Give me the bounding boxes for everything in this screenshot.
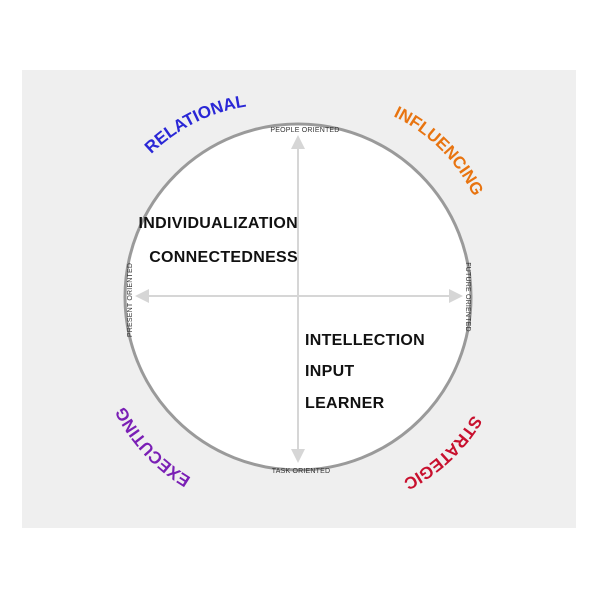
axis-label-left: PRESENT ORIENTED [127,263,134,337]
theme-intellection: INTELLECTION [305,332,425,349]
axis-label-bottom: TASK ORIENTED [272,468,330,475]
theme-individualization: INDIVIDUALIZATION [139,215,298,232]
axis-label-top: PEOPLE ORIENTED [270,127,339,134]
theme-learner: LEARNER [305,395,385,412]
axis-label-right: FUTURE ORIENTED [464,262,471,332]
theme-connectedness: CONNECTEDNESS [149,249,298,266]
theme-input: INPUT [305,363,355,380]
